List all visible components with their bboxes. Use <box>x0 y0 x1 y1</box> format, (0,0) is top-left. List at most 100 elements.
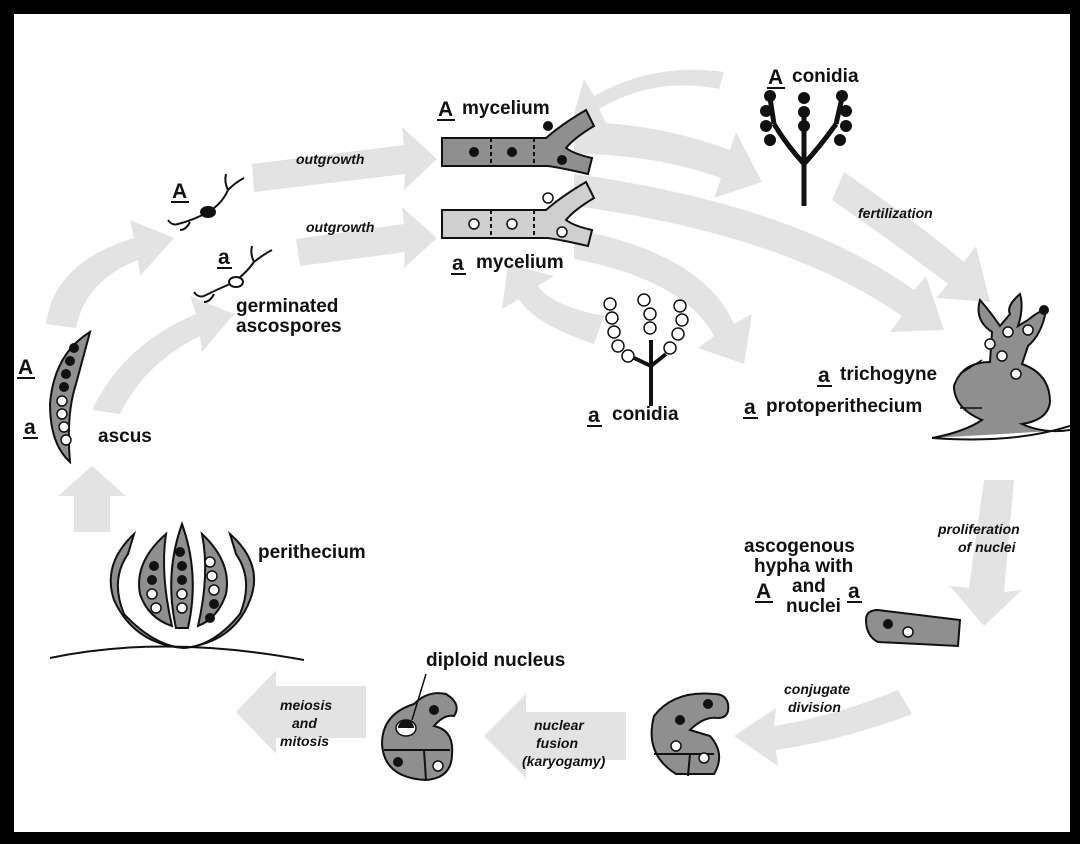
conidium <box>612 340 624 352</box>
ascospore <box>149 561 159 571</box>
ascospore <box>57 396 67 406</box>
nucleus <box>997 351 1007 361</box>
germinated-ascospores-label: germinated <box>236 296 338 317</box>
trichogyne-label: trichogyne <box>840 364 937 385</box>
nucleus <box>543 193 553 203</box>
conidium <box>664 342 676 354</box>
nucleus <box>557 227 567 237</box>
nucleus <box>1011 369 1021 379</box>
proliferation-label: proliferation <box>937 521 1020 537</box>
A-mycelium-hypha <box>442 110 594 174</box>
nuclear-fusion-label: nuclear <box>534 717 585 733</box>
conidium <box>606 312 618 324</box>
ascospore <box>177 589 187 599</box>
ascospore <box>147 589 157 599</box>
conidium <box>798 120 810 132</box>
a-mating-type-label: a <box>588 404 600 427</box>
ascogenous-label: ascogenous <box>744 536 855 557</box>
conidium <box>638 294 650 306</box>
diploid-nucleus-label: diploid nucleus <box>426 650 565 671</box>
ascospore <box>209 599 219 609</box>
nucleus <box>507 147 517 157</box>
ascospore <box>207 571 217 581</box>
conidium <box>604 298 616 310</box>
nucleus <box>671 741 681 751</box>
meiosis-label: meiosis <box>280 697 332 713</box>
arrow-a-conidia-to-A-mycelium <box>574 70 724 129</box>
A-mating-type-label: A <box>18 356 33 379</box>
ascogenous-label-2: hypha with <box>754 556 853 577</box>
conidium <box>760 105 772 117</box>
ascogenous-nuclei-label: nuclei <box>786 596 841 617</box>
protoperithecium <box>932 294 1070 440</box>
conidium <box>672 328 684 340</box>
a-mating-type-label: a <box>744 396 756 419</box>
meiosis-label-2: and <box>292 715 317 731</box>
a-mating-type-label: a <box>848 580 860 603</box>
A-conidia-label: conidia <box>792 66 859 87</box>
arrow-ascus-to-a-spore <box>92 296 234 414</box>
a-mating-type-label: a <box>452 252 464 275</box>
germinated-ascospore-a <box>194 246 272 302</box>
nucleus <box>675 715 685 725</box>
ascospore <box>65 356 75 366</box>
a-mating-type-label: a <box>818 364 830 387</box>
conidium <box>760 120 772 132</box>
A-mating-type-label: A <box>172 180 187 203</box>
nucleus <box>543 121 553 131</box>
ascospore <box>177 561 187 571</box>
nucleus <box>903 627 913 637</box>
nucleus <box>1023 325 1033 335</box>
outgrowth-label: outgrowth <box>296 151 364 167</box>
a-mycelium-hypha <box>442 182 594 246</box>
conidium <box>798 106 810 118</box>
ascogenous-hypha <box>866 610 960 646</box>
ascospore <box>205 613 215 623</box>
ascospore <box>61 369 71 379</box>
ascospore <box>59 422 69 432</box>
nucleus <box>1039 305 1049 315</box>
outgrowth-label-2: outgrowth <box>306 219 374 235</box>
conidium <box>608 326 620 338</box>
conidium <box>676 314 688 326</box>
conidium <box>798 92 810 104</box>
conidium <box>840 120 852 132</box>
a-conidia-label: conidia <box>612 404 679 425</box>
ascospore <box>205 557 215 567</box>
meiosis-label-3: mitosis <box>280 733 329 749</box>
nucleus <box>433 761 443 771</box>
conidium <box>644 322 656 334</box>
nucleus <box>557 155 567 165</box>
A-mating-type-label: A <box>438 98 453 121</box>
conidium <box>834 134 846 146</box>
diagram-frame: A mycelium a mycelium A conidia a conidi… <box>14 14 1070 832</box>
crozier-cell <box>652 693 729 776</box>
nucleus <box>507 219 517 229</box>
ascospore <box>147 575 157 585</box>
conidium <box>764 90 776 102</box>
nuclear-fusion-label-2: fusion <box>536 735 578 751</box>
life-cycle-diagram: A mycelium a mycelium A conidia a conidi… <box>14 14 1070 832</box>
a-conidiophore <box>634 340 666 406</box>
arrow-ascus-to-A-spore <box>46 220 174 328</box>
arrow-a-mycelium-to-a-conidia <box>574 229 752 364</box>
germinated-ascospores-label-2: ascospores <box>236 316 342 337</box>
conidium <box>840 105 852 117</box>
nucleus <box>883 619 893 629</box>
ascus <box>50 332 90 462</box>
conjugate-label-2: division <box>788 699 841 715</box>
conidium <box>622 350 634 362</box>
nucleus <box>985 339 995 349</box>
nucleus <box>469 219 479 229</box>
A-mating-type-label: A <box>768 66 783 89</box>
ascogenous-and-label: and <box>792 576 826 597</box>
ascospore <box>61 435 71 445</box>
ascospore <box>59 382 69 392</box>
diploid-cell <box>382 674 457 780</box>
arrow-outgrowth-lower <box>296 207 437 268</box>
protoperithecium-label: protoperithecium <box>766 396 922 417</box>
ascospore <box>177 603 187 613</box>
nucleus <box>393 757 403 767</box>
ascospore <box>69 343 79 353</box>
conidium <box>644 308 656 320</box>
